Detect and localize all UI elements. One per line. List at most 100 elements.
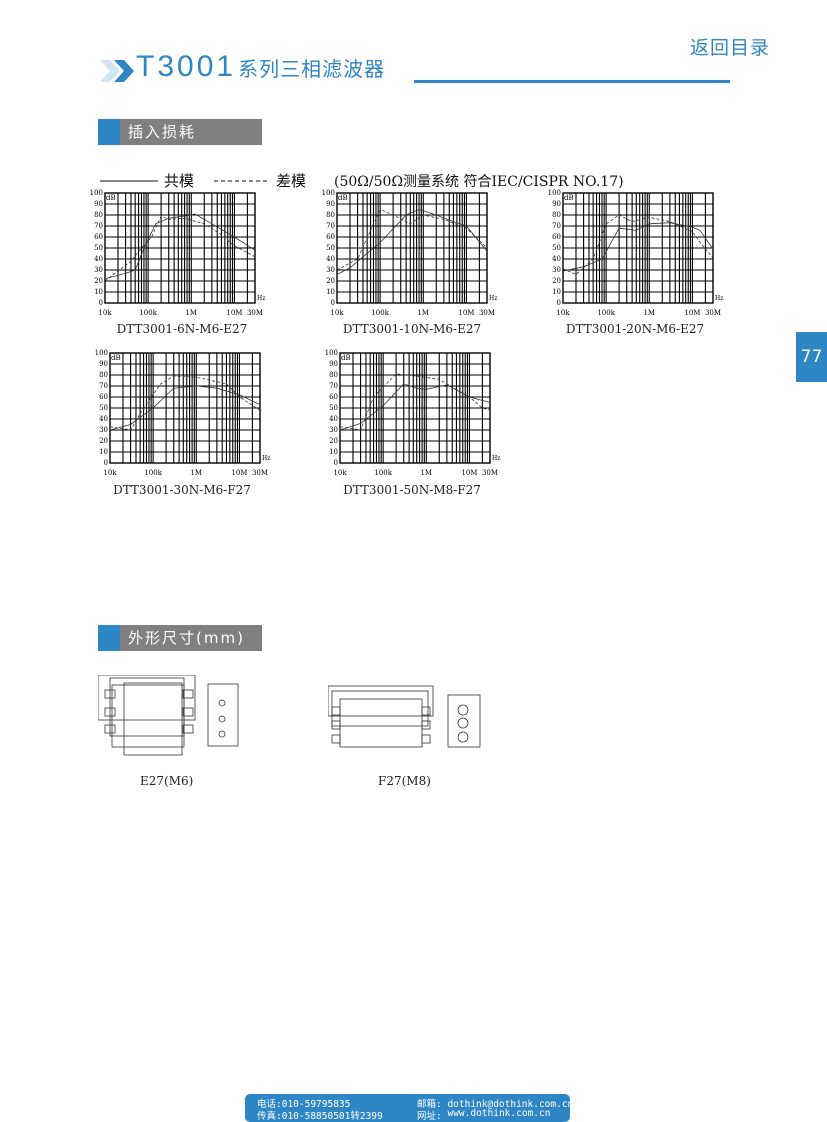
y-tick-label: 100: [548, 189, 561, 197]
y-tick-label: 70: [99, 382, 108, 390]
y-tick-label: 100: [95, 349, 108, 357]
y-tick-label: 30: [552, 266, 561, 274]
e27-dimension-drawing: [98, 675, 239, 756]
x-tick-label: 100k: [139, 309, 157, 317]
x-tick-label: 10k: [103, 469, 117, 477]
y-tick-label: 90: [326, 200, 335, 208]
x-tick-label: 1M: [190, 469, 202, 477]
x-axis-label: Hz: [262, 455, 270, 462]
x-tick-label: 10k: [98, 309, 112, 317]
y-tick-label: 0: [557, 299, 561, 307]
y-tick-label: 80: [326, 211, 335, 219]
y-tick-label: 90: [552, 200, 561, 208]
f27-dimension-drawing: [328, 685, 481, 748]
y-tick-label: 90: [329, 360, 338, 368]
y-tick-label: 30: [99, 426, 108, 434]
chart-legend: 共模 差模 (50Ω/50Ω测量系统 符合IEC/CISPR NO.17): [100, 170, 624, 191]
legend-differential-mode: 差模: [276, 172, 307, 190]
y-tick-label: 40: [94, 255, 103, 263]
y-tick-label: 100: [325, 349, 338, 357]
y-tick-label: 0: [331, 299, 335, 307]
y-tick-label: 10: [329, 448, 338, 456]
y-tick-label: 70: [329, 382, 338, 390]
series-line-differential: [109, 375, 261, 431]
x-tick-label: 10M: [461, 469, 477, 477]
y-axis-label: dB: [106, 194, 116, 202]
x-axis-label: Hz: [257, 295, 265, 302]
x-axis-label: Hz: [489, 295, 497, 302]
website-label: 网址:: [417, 1111, 442, 1122]
solid-line-swatch: [100, 180, 158, 181]
x-axis-label: Hz: [492, 455, 500, 462]
legend-common-mode: 共模: [164, 172, 195, 190]
x-tick-label: 30M: [705, 309, 721, 317]
y-tick-label: 60: [94, 233, 103, 241]
website-link[interactable]: www.dothink.com.cn: [447, 1108, 551, 1119]
y-tick-label: 70: [326, 222, 335, 230]
title-text: 系列三相滤波器: [238, 57, 386, 81]
y-tick-label: 70: [552, 222, 561, 230]
y-tick-label: 0: [334, 459, 338, 467]
series-line-common: [109, 385, 261, 431]
x-tick-label: 30M: [482, 469, 498, 477]
x-tick-label: 1M: [417, 309, 429, 317]
legend-note: (50Ω/50Ω测量系统 符合IEC/CISPR NO.17): [334, 173, 624, 190]
y-tick-label: 50: [552, 244, 561, 252]
y-tick-label: 20: [94, 277, 103, 285]
y-tick-label: 60: [552, 233, 561, 241]
y-tick-label: 80: [94, 211, 103, 219]
series-line-differential: [562, 214, 714, 275]
y-tick-label: 10: [326, 288, 335, 296]
y-axis-label: dB: [111, 354, 121, 362]
y-tick-label: 50: [99, 404, 108, 412]
series-line-differential: [104, 215, 256, 282]
series-line-common: [336, 209, 488, 275]
phone: 电话:010-59795835: [257, 1099, 351, 1110]
y-tick-label: 20: [329, 437, 338, 445]
x-tick-label: 30M: [247, 309, 263, 317]
x-tick-label: 100k: [371, 309, 389, 317]
chart-title: DTT3001-10N-M6-E27: [342, 322, 482, 336]
x-tick-label: 100k: [144, 469, 162, 477]
y-tick-label: 90: [94, 200, 103, 208]
y-axis-label: dB: [338, 194, 348, 202]
y-axis-label: dB: [341, 354, 351, 362]
y-tick-label: 70: [94, 222, 103, 230]
x-tick-label: 100k: [597, 309, 615, 317]
y-tick-label: 50: [94, 244, 103, 252]
section-label: 插入损耗: [128, 123, 197, 141]
x-tick-label: 30M: [252, 469, 268, 477]
x-tick-label: 1M: [643, 309, 655, 317]
section-label: 外形尺寸(mm): [128, 629, 245, 647]
y-tick-label: 10: [94, 288, 103, 296]
y-tick-label: 20: [99, 437, 108, 445]
chart-title: DTT3001-20N-M6-E27: [565, 322, 705, 336]
section-header-dimensions: 外形尺寸(mm): [98, 625, 262, 651]
back-to-contents-link[interactable]: 返回目录: [690, 37, 771, 59]
page-number-tab: 77: [796, 332, 827, 382]
title-model: T3001: [136, 50, 237, 83]
x-tick-label: 1M: [420, 469, 432, 477]
y-tick-label: 80: [552, 211, 561, 219]
y-tick-label: 30: [94, 266, 103, 274]
dashed-line-swatch: [214, 180, 271, 181]
x-tick-label: 10k: [330, 309, 344, 317]
double-chevron-icon: [100, 60, 134, 82]
y-tick-label: 80: [329, 371, 338, 379]
fax: 传真:010-58850501转2399: [257, 1111, 383, 1122]
x-axis-label: Hz: [715, 295, 723, 302]
y-tick-label: 90: [99, 360, 108, 368]
y-tick-label: 40: [326, 255, 335, 263]
y-tick-label: 100: [90, 189, 103, 197]
series-line-common: [562, 222, 714, 272]
y-tick-label: 50: [329, 404, 338, 412]
drawing-caption: E27(M6): [140, 774, 194, 788]
y-tick-label: 20: [326, 277, 335, 285]
y-tick-label: 0: [99, 299, 103, 307]
